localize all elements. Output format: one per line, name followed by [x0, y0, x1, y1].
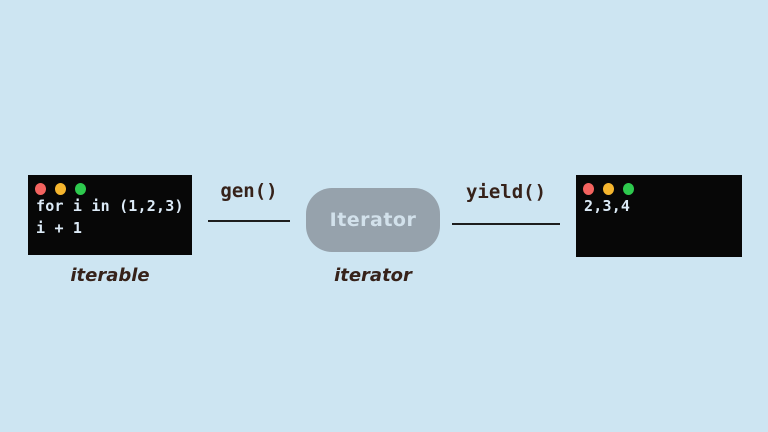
- iterable-code-window: for i in (1,2,3) i + 1: [28, 175, 192, 255]
- right-connector-line: [452, 223, 560, 225]
- yield-function-label: yield(): [465, 181, 547, 203]
- red-dot-icon: [583, 183, 594, 195]
- left-connector-line: [208, 220, 290, 222]
- window-traffic-lights: [576, 175, 742, 195]
- code-line: i + 1: [36, 219, 83, 237]
- green-dot-icon: [623, 183, 634, 195]
- yellow-dot-icon: [55, 183, 66, 195]
- yellow-dot-icon: [603, 183, 614, 195]
- iterable-caption: iterable: [70, 265, 150, 286]
- window-traffic-lights: [28, 175, 192, 195]
- green-dot-icon: [75, 183, 86, 195]
- output-code-window: 2,3,4: [576, 175, 742, 257]
- iterator-box-label: Iterator: [329, 209, 417, 231]
- gen-function-label: gen(): [220, 180, 278, 202]
- iterator-caption: iterator: [334, 265, 412, 286]
- red-dot-icon: [35, 183, 46, 195]
- code-line: for i in (1,2,3): [36, 197, 184, 215]
- code-line: 2,3,4: [584, 197, 631, 215]
- iterator-box: Iterator: [306, 188, 440, 252]
